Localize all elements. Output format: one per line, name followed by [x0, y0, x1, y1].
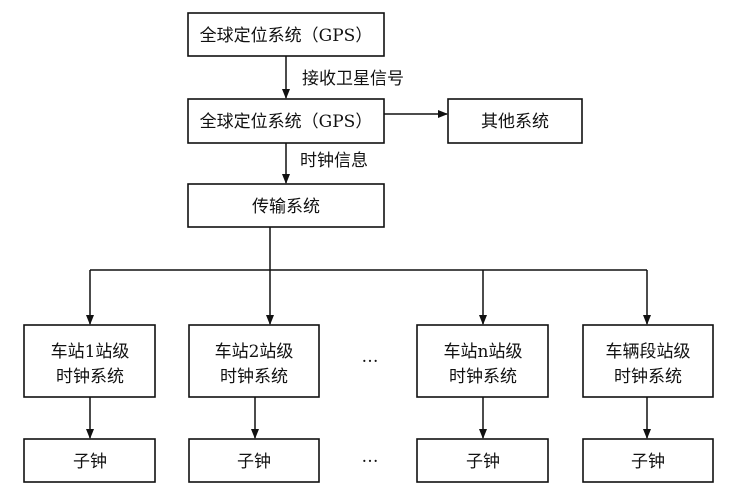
subclock-1-label: 子钟 — [73, 452, 107, 472]
ellipsis-top: … — [362, 347, 379, 367]
subclock-depot-label: 子钟 — [631, 452, 665, 472]
station1-node: 车站1站级 时钟系统 — [23, 324, 156, 398]
depot-line2: 时钟系统 — [614, 367, 682, 387]
station2-line1: 车站2站级 — [215, 342, 294, 362]
subclock-2-box — [188, 438, 320, 483]
edge-clock-info-label: 时钟信息 — [300, 151, 368, 171]
subclock-2-label: 子钟 — [237, 452, 271, 472]
stationn-line2: 时钟系统 — [449, 367, 517, 387]
transport-system-label: 传输系统 — [252, 197, 320, 217]
stationn-line1: 车站n站级 — [444, 342, 523, 362]
depot-node: 车辆段站级 时钟系统 — [582, 324, 714, 398]
station2-line2: 时钟系统 — [220, 367, 288, 387]
gps-top-label: 全球定位系统（GPS） — [200, 26, 373, 46]
station1-line2: 时钟系统 — [56, 367, 124, 387]
gps-mid-label: 全球定位系统（GPS） — [200, 112, 373, 132]
other-system-box — [447, 98, 583, 144]
other-system-label: 其他系统 — [481, 112, 549, 132]
stationn-node: 车站n站级 时钟系统 — [416, 324, 549, 398]
ellipsis-bottom: … — [362, 447, 379, 467]
edge-receive-label: 接收卫星信号 — [302, 69, 404, 89]
station1-line1: 车站1站级 — [51, 342, 130, 362]
subclock-1-box — [23, 438, 156, 483]
transport-system-box — [187, 183, 385, 228]
depot-line1: 车辆段站级 — [606, 342, 691, 362]
gps-mid-box — [187, 98, 385, 144]
station2-node: 车站2站级 时钟系统 — [188, 324, 320, 398]
gps-top-box — [187, 12, 385, 57]
subclock-n-label: 子钟 — [466, 452, 500, 472]
subclock-n-box — [416, 438, 549, 483]
subclock-depot-box — [582, 438, 714, 483]
